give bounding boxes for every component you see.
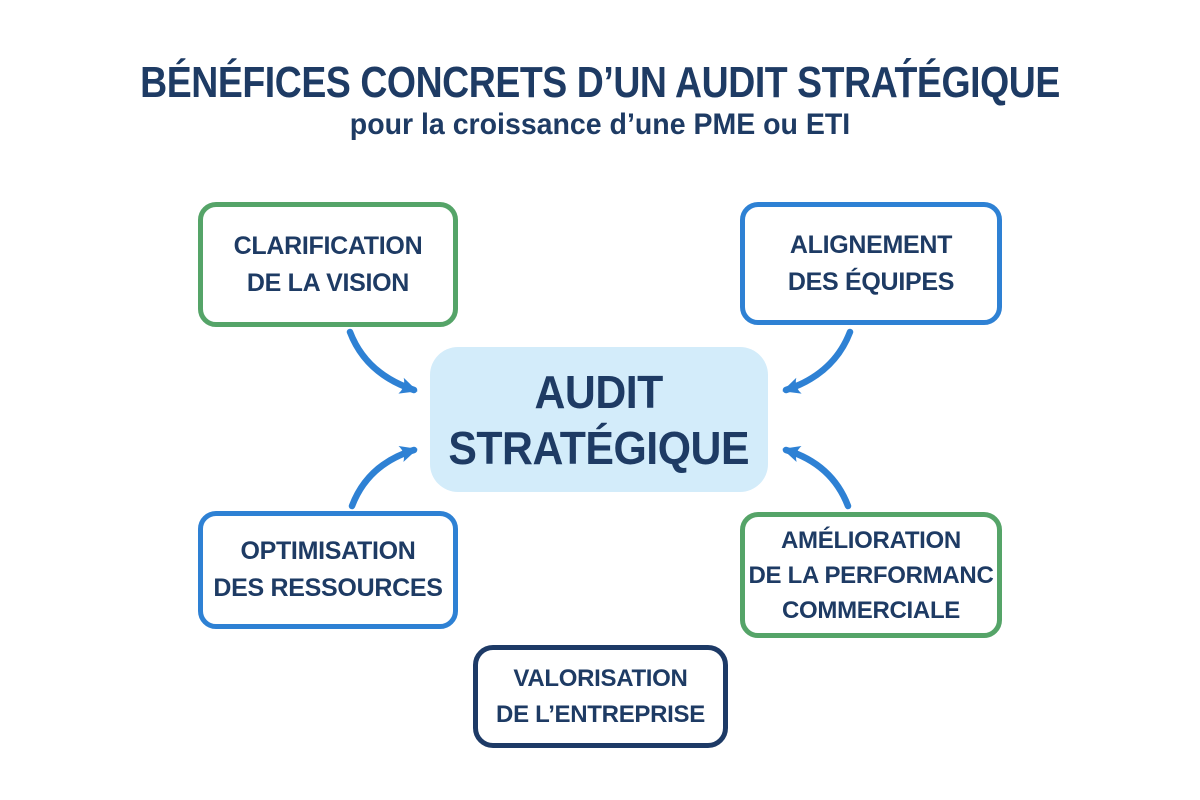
benefit-box-valorisation-de-l-entreprise: VALORISATION DE L’ENTREPRISE [473,645,728,748]
arrow-clarification-to-audit-icon [346,328,418,394]
benefit-label-line: DE LA VISION [246,268,410,297]
benefit-box-optimisation-des-ressources: OPTIMISATION DES RESSOURCES [198,511,458,629]
arrow-alignement-to-audit-icon [782,328,854,394]
benefit-label-line: ALIGNEMENT [789,230,953,259]
arrow-optimisation-to-audit-icon [348,445,418,510]
benefit-label-line: AMÉLIORATION [781,526,961,554]
benefit-label-line: COMMERCIALE [781,596,961,624]
central-node-label-line: STRATÉGIQUE [448,421,750,474]
diagram-subtitle: pour la croissance d’une PME ou ETI [349,108,851,141]
central-node-label: AUDIT STRATÉGIQUE [449,364,750,476]
diagram-title: BÉNÉFICES CONCRETS D’UN AUDIT STRAT́ÉGIQ… [140,58,1060,107]
benefit-label-line: DE L’ENTREPRISE [496,700,705,728]
benefit-label-line: DES RESSOURCES [213,574,443,602]
central-node-audit-strategique: AUDIT STRATÉGIQUE [430,347,768,492]
benefit-label-line: DE LA PERFORMANC [748,561,994,589]
benefit-label-line: DES ÉQUIPES [787,267,955,296]
benefit-box-amelioration-performance-commerciale: AMÉLIORATION DE LA PERFORMANC COMMERCIAL… [740,512,1002,638]
central-node-label-line: AUDIT [534,365,664,418]
arrow-amelioration-to-audit-icon [782,445,852,510]
benefit-box-alignement-des-equipes: ALIGNEMENT DES ÉQUIPES [740,202,1002,325]
benefit-label-line: OPTIMISATION [240,537,416,565]
benefit-label-line: VALORISATION [513,664,688,692]
benefit-label-line: CLARIFICATION [233,231,423,260]
benefit-box-clarification-de-la-vision: CLARIFICATION DE LA VISION [198,202,458,327]
